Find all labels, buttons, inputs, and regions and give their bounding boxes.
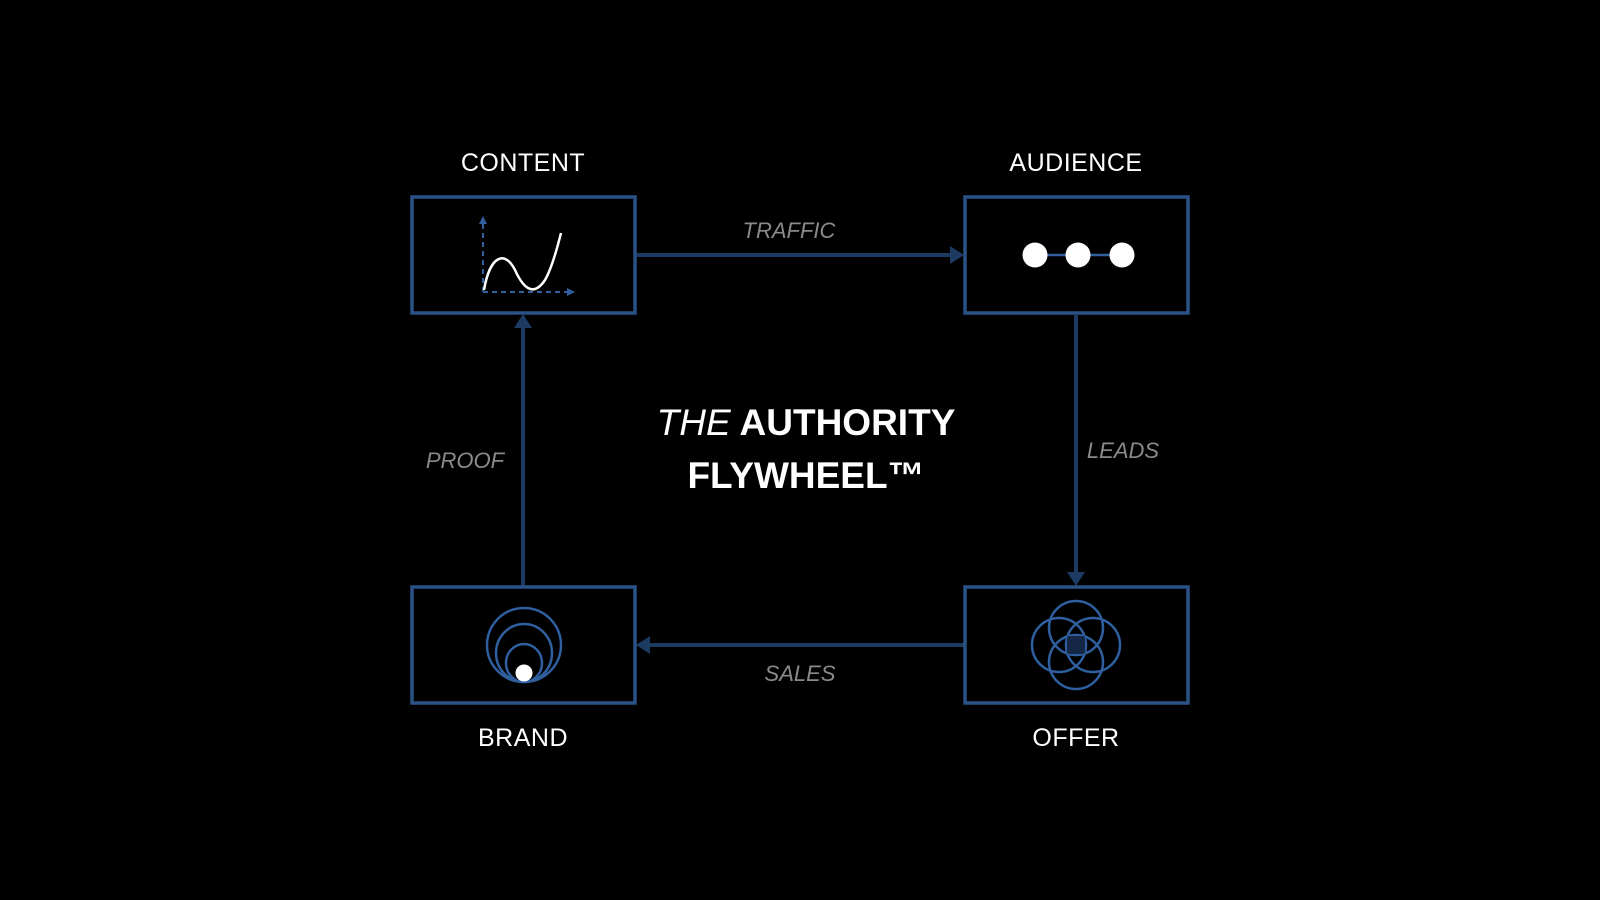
node-label-brand: BRAND <box>478 724 568 752</box>
edge-sales <box>636 636 964 654</box>
title-prefix: THE <box>657 402 732 443</box>
edge-proof <box>514 314 532 586</box>
people-dots-icon <box>1022 242 1135 268</box>
edge-label-proof: PROOF <box>426 448 506 473</box>
concentric-rings-icon <box>485 606 563 684</box>
edge-leads <box>1067 315 1085 586</box>
edge-label-traffic: TRAFFIC <box>743 218 836 243</box>
node-label-audience: AUDIENCE <box>1009 149 1142 177</box>
node-label-content: CONTENT <box>461 149 585 177</box>
chart-curve-icon <box>479 216 575 296</box>
overlapping-circles-icon <box>1030 599 1122 691</box>
edge-label-sales: SALES <box>765 661 836 686</box>
node-label-offer: OFFER <box>1032 724 1119 752</box>
title-line-2: FLYWHEEL™ <box>687 455 924 496</box>
node-content <box>410 195 637 315</box>
edge-label-leads: LEADS <box>1087 438 1159 463</box>
edge-traffic <box>636 246 964 264</box>
title-authority: AUTHORITY <box>740 402 956 443</box>
title-line-1: THE AUTHORITY <box>657 402 956 443</box>
